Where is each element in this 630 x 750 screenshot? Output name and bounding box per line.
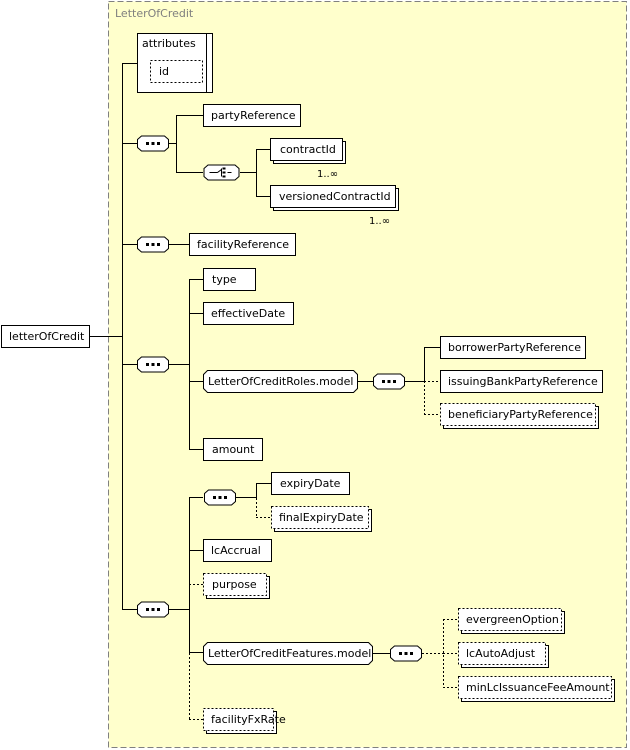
choice-compositor[interactable] [203, 164, 240, 181]
element-beneficiaryPartyReference[interactable]: beneficiaryPartyReference [440, 403, 599, 429]
element-amount[interactable]: amount [203, 438, 263, 461]
sequence-compositor[interactable] [390, 645, 422, 662]
sequence-compositor[interactable] [373, 373, 405, 390]
svg-text:letterOfCredit: letterOfCredit [9, 330, 85, 343]
element-issuingBankPartyReference[interactable]: issuingBankPartyReference [440, 370, 603, 393]
element-finalExpiryDate[interactable]: finalExpiryDate [271, 506, 372, 532]
attribute-id[interactable] [150, 60, 203, 83]
group-LetterOfCreditFeatures-model[interactable]: LetterOfCreditFeatures.model [203, 642, 373, 665]
attributes-box[interactable]: attributes id [137, 33, 213, 93]
element-effectiveDate[interactable]: effectiveDate [203, 302, 294, 325]
svg-text:id: id [159, 65, 169, 78]
svg-text:LetterOfCreditRoles.model: LetterOfCreditRoles.model [208, 375, 353, 388]
svg-text:LetterOfCreditFeatures.model: LetterOfCreditFeatures.model [208, 647, 371, 660]
svg-text:facilityFxRate: facilityFxRate [211, 713, 286, 726]
svg-text:finalExpiryDate: finalExpiryDate [279, 511, 364, 524]
svg-text:attributes: attributes [142, 37, 196, 50]
svg-text:issuingBankPartyReference: issuingBankPartyReference [448, 375, 598, 388]
svg-text:beneficiaryPartyReference: beneficiaryPartyReference [448, 408, 593, 421]
sequence-compositor[interactable] [137, 236, 169, 253]
root-element-letterOfCredit[interactable]: letterOfCredit [1, 325, 90, 348]
sequence-compositor[interactable] [204, 489, 236, 506]
element-versionedContractId[interactable]: versionedContractId [270, 185, 399, 211]
svg-text:amount: amount [212, 443, 255, 456]
element-facilityFxRate[interactable]: facilityFxRate [203, 708, 286, 734]
svg-text:expiryDate: expiryDate [280, 477, 341, 490]
svg-text:purpose: purpose [212, 578, 257, 591]
svg-text:minLcIssuanceFeeAmount: minLcIssuanceFeeAmount [466, 681, 610, 694]
svg-text:evergreenOption: evergreenOption [466, 613, 559, 626]
element-evergreenOption[interactable]: evergreenOption [458, 608, 565, 634]
type-name: LetterOfCredit [115, 7, 194, 20]
element-minLcIssuanceFeeAmount[interactable]: minLcIssuanceFeeAmount [458, 676, 615, 702]
sequence-compositor[interactable] [137, 135, 169, 152]
sequence-compositor[interactable] [137, 601, 169, 618]
svg-text:type: type [212, 273, 237, 286]
element-facilityReference[interactable]: facilityReference [189, 233, 296, 256]
sequence-compositor[interactable] [137, 356, 169, 373]
element-lcAutoAdjust[interactable]: lcAutoAdjust [458, 642, 549, 668]
svg-text:partyReference: partyReference [211, 109, 296, 122]
svg-text:facilityReference: facilityReference [197, 238, 289, 251]
element-contractId[interactable]: contractId [270, 138, 346, 164]
multiplicity-contractId: 1..∞ [317, 169, 338, 180]
element-expiryDate[interactable]: expiryDate [271, 472, 350, 495]
svg-text:versionedContractId: versionedContractId [279, 190, 391, 203]
element-lcAccrual[interactable]: lcAccrual [203, 539, 272, 562]
group-LetterOfCreditRoles-model[interactable]: LetterOfCreditRoles.model [203, 370, 358, 393]
svg-text:borrowerPartyReference: borrowerPartyReference [448, 341, 581, 354]
element-borrowerPartyReference[interactable]: borrowerPartyReference [440, 336, 586, 359]
optional-connectors [189, 381, 458, 720]
connectors [90, 63, 440, 654]
element-partyReference[interactable]: partyReference [203, 104, 301, 127]
multiplicity-versionedContractId: 1..∞ [369, 216, 390, 227]
element-purpose[interactable]: purpose [203, 573, 270, 599]
svg-text:lcAccrual: lcAccrual [211, 544, 261, 557]
element-type[interactable]: type [203, 268, 256, 291]
svg-text:lcAutoAdjust: lcAutoAdjust [466, 647, 536, 660]
svg-text:effectiveDate: effectiveDate [211, 307, 285, 320]
svg-text:contractId: contractId [280, 143, 336, 156]
